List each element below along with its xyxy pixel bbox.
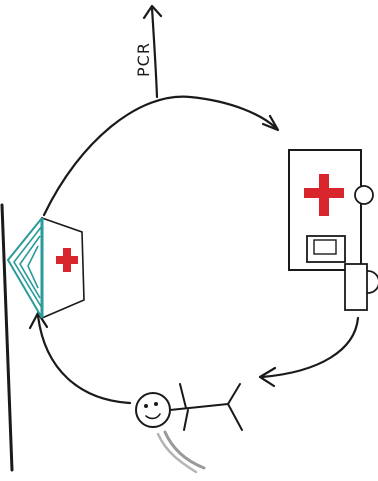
pcr-label: PCR xyxy=(134,42,153,77)
wall-icon xyxy=(2,205,12,470)
patient-stick-figure-icon xyxy=(136,384,242,472)
ambulance-icon xyxy=(8,218,84,318)
patient-to-ambulance-arrow xyxy=(30,313,130,403)
hospital-icon xyxy=(289,150,378,310)
cycle-arrow-icon xyxy=(44,97,278,215)
hospital-to-patient-arrow xyxy=(260,318,358,386)
